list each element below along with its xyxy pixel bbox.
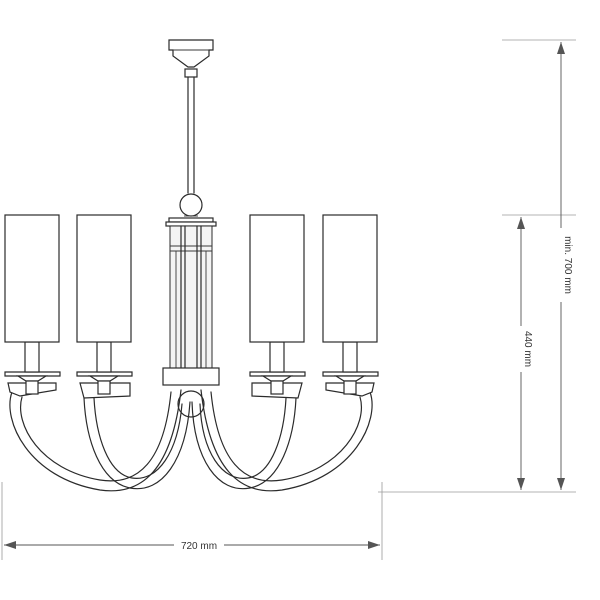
hub-block [162,367,220,386]
width-dimension: 720 mm [1,482,383,560]
lamp-shade-4 [322,214,378,343]
lamp-shade-1 [4,214,60,343]
vertical-extension-lines [378,39,576,493]
candle-holder-3 [249,341,306,395]
body-height-label: 440 mm [522,331,533,367]
suspension-rod [184,68,198,194]
total-height-label: min. 700 mm [562,236,573,294]
lamp-shades [4,214,378,343]
upper-sphere [179,193,203,217]
lamp-shade-2 [76,214,132,343]
candle-holder-2 [76,341,133,395]
total-height-dimension: min. 700 mm [553,42,573,490]
candle-holders [4,341,379,395]
body-height-dimension: 440 mm [513,217,533,490]
central-column [165,217,217,369]
lamp-shade-3 [249,214,305,343]
candle-holder-4 [322,341,379,395]
lower-sphere [177,390,205,418]
ceiling-canopy [168,39,214,68]
width-dimension-label: 720 mm [181,541,217,552]
candle-holder-1 [4,341,61,395]
arms [9,389,373,492]
